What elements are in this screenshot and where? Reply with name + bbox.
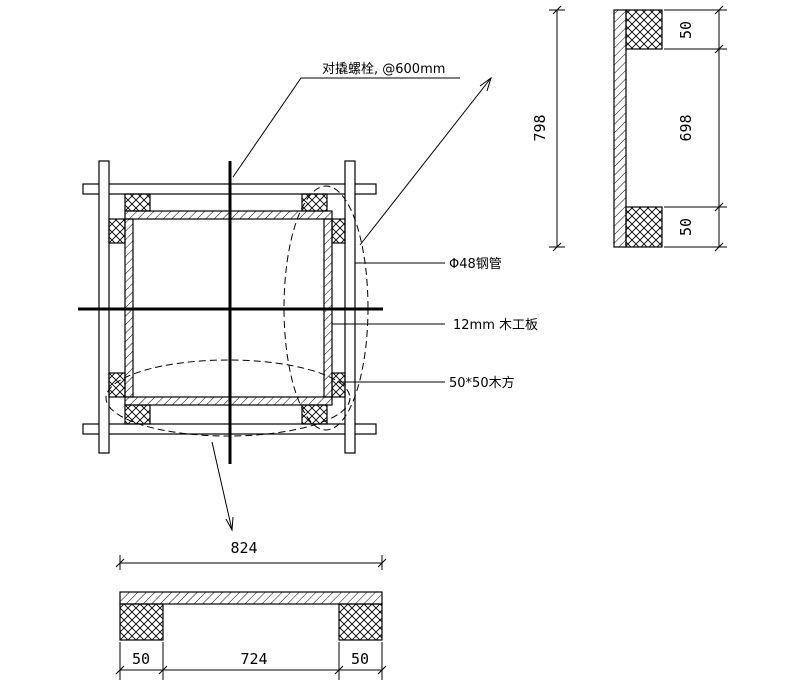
timber-top-right — [301, 193, 328, 212]
side-timber-top — [625, 9, 663, 50]
highlight-ellipse-right — [283, 185, 369, 431]
bottom-total-dimension — [115, 555, 387, 570]
side-top-label: 50 — [677, 21, 695, 39]
side-total-label: 798 — [531, 114, 549, 141]
bottom-timber-right — [338, 603, 383, 641]
timber-right-top — [331, 218, 346, 244]
arrow-leader-down — [211, 441, 233, 531]
bolt-leader — [232, 77, 460, 178]
timber-left-top — [108, 218, 126, 244]
arrow-head-up — [479, 76, 492, 92]
bottom-section: 824 50 724 50 — [115, 539, 387, 680]
timber-left-bottom — [108, 372, 126, 398]
side-plywood — [613, 9, 627, 248]
side-timber-bottom — [625, 206, 663, 248]
side-total-dimension — [549, 5, 565, 252]
bottom-chain-dimension — [115, 642, 387, 680]
bottom-plywood — [119, 591, 383, 605]
arrow-head-down — [225, 516, 234, 532]
plywood-annotation: 12mm 木工板 — [453, 318, 538, 333]
leader-lines — [211, 76, 492, 532]
timber-blocks — [108, 193, 346, 425]
bottom-total-label: 824 — [230, 539, 257, 557]
arrow-leader-up — [359, 77, 492, 246]
timber-annotation: 50*50木方 — [449, 375, 515, 391]
plan-view: 对撬螺栓, @600mm Φ48钢管 12mm 木工板 50*50木方 — [78, 62, 538, 532]
bottom-mid-label: 724 — [240, 650, 267, 668]
bottom-timber-left — [119, 603, 164, 641]
side-bottom-label: 50 — [677, 218, 695, 236]
timber-bottom-right — [301, 404, 328, 425]
pipe-right — [344, 160, 356, 454]
side-mid-label: 698 — [677, 114, 695, 141]
highlight-ellipse-bottom — [105, 359, 351, 437]
bolt-annotation: 对撬螺栓, @600mm — [322, 62, 445, 77]
timber-bottom-left — [124, 404, 151, 425]
bottom-left-label: 50 — [132, 650, 150, 668]
side-chain-dimension — [664, 5, 727, 252]
bottom-right-label: 50 — [351, 650, 369, 668]
side-section: 798 50 698 50 — [531, 5, 727, 252]
timber-top-left — [124, 193, 151, 212]
pipe-left — [98, 160, 110, 454]
pipe-annotation: Φ48钢管 — [449, 257, 502, 272]
timber-right-bottom — [331, 372, 346, 398]
